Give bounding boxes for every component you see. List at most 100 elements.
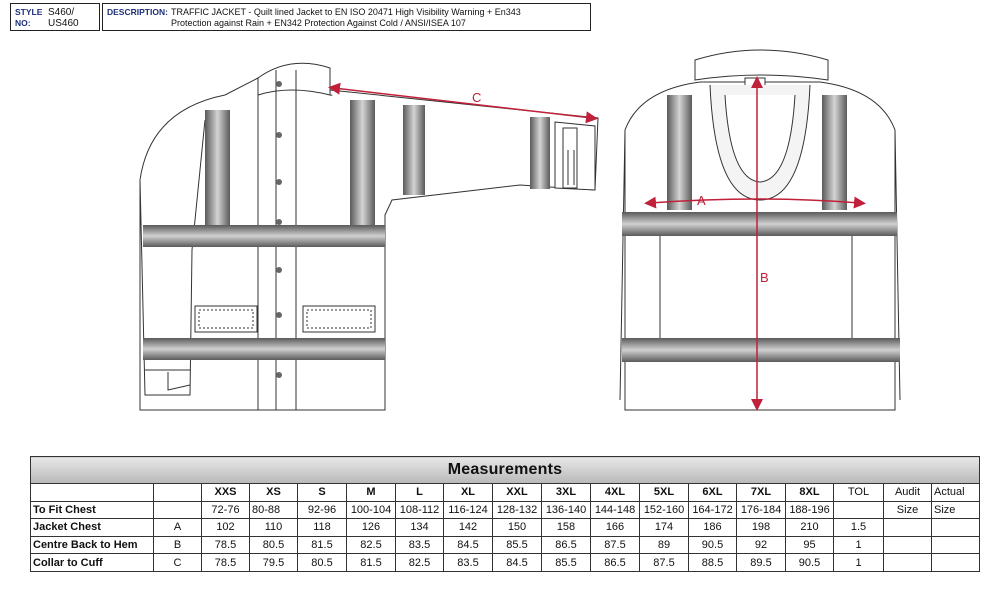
tol-header: TOL xyxy=(833,483,884,502)
cell: 134 xyxy=(395,518,444,537)
size-header: L xyxy=(395,483,444,502)
description-line-1: TRAFFIC JACKET - Quilt lined Jacket to E… xyxy=(171,7,521,17)
cell: 72-76 xyxy=(201,500,250,520)
cell: 176-184 xyxy=(736,500,786,520)
size-header: XXS xyxy=(201,483,250,502)
table-row: Centre Back to Hem B 78.5 80.5 81.5 82.5… xyxy=(30,535,980,555)
cell: 89.5 xyxy=(736,553,786,572)
cell: 100-104 xyxy=(346,500,396,520)
size-header: 8XL xyxy=(785,483,834,502)
table-row: Collar to Cuff C 78.5 79.5 80.5 81.5 82.… xyxy=(30,553,980,572)
actual-cell: Size xyxy=(931,500,980,520)
cell: 126 xyxy=(346,518,396,537)
row-code xyxy=(153,500,202,520)
cell: 80.5 xyxy=(297,553,347,572)
cell: 136-140 xyxy=(541,500,591,520)
cell: 80-88 xyxy=(249,500,298,520)
cell: 80.5 xyxy=(249,535,298,555)
cell: 166 xyxy=(590,518,640,537)
cell: 83.5 xyxy=(443,553,493,572)
table-row: To Fit Chest 72-76 80-88 92-96 100-104 1… xyxy=(30,500,980,520)
cell: 79.5 xyxy=(249,553,298,572)
style-code-2: US460 xyxy=(48,18,79,29)
cell: 210 xyxy=(785,518,834,537)
cell: 84.5 xyxy=(492,553,542,572)
tol-cell xyxy=(833,500,884,520)
cell: 87.5 xyxy=(590,535,640,555)
front-view xyxy=(139,62,599,411)
audit-header: Audit xyxy=(883,483,932,502)
cell: 158 xyxy=(541,518,591,537)
cell: 85.5 xyxy=(541,553,591,572)
cell: 92 xyxy=(736,535,786,555)
size-header: 7XL xyxy=(736,483,786,502)
audit-cell: Size xyxy=(883,500,932,520)
cell: 78.5 xyxy=(201,535,250,555)
cell: 92-96 xyxy=(297,500,347,520)
row-code: B xyxy=(153,535,202,555)
style-box: STYLE NO: S460/ US460 xyxy=(10,3,100,31)
tol-cell: 1.5 xyxy=(833,518,884,537)
row-code: A xyxy=(153,518,202,537)
cell: 90.5 xyxy=(688,535,737,555)
size-header: XXL xyxy=(492,483,542,502)
cell: 88.5 xyxy=(688,553,737,572)
actual-header: Actual xyxy=(931,483,980,502)
table-title: Measurements xyxy=(30,456,980,484)
cell: 85.5 xyxy=(492,535,542,555)
cell: 82.5 xyxy=(395,553,444,572)
style-label: STYLE NO: xyxy=(15,7,43,28)
cell: 86.5 xyxy=(590,553,640,572)
size-header: S xyxy=(297,483,347,502)
cell: 110 xyxy=(249,518,298,537)
style-value: S460/ US460 xyxy=(48,7,79,29)
cell: 142 xyxy=(443,518,493,537)
cell: 90.5 xyxy=(785,553,834,572)
size-header: 3XL xyxy=(541,483,591,502)
size-header: M xyxy=(346,483,396,502)
cell: 82.5 xyxy=(346,535,396,555)
cell: 174 xyxy=(639,518,689,537)
row-label: To Fit Chest xyxy=(30,500,154,520)
cell: 108-112 xyxy=(395,500,444,520)
cell: 95 xyxy=(785,535,834,555)
size-header: XL xyxy=(443,483,493,502)
row-label: Centre Back to Hem xyxy=(30,535,154,555)
tol-cell: 1 xyxy=(833,553,884,572)
description-box: DESCRIPTION: TRAFFIC JACKET - Quilt line… xyxy=(102,3,591,31)
label-b: B xyxy=(760,270,769,285)
cell: 87.5 xyxy=(639,553,689,572)
cell: 81.5 xyxy=(346,553,396,572)
garment-drawing: C A B xyxy=(139,49,901,411)
description-line-2: Protection against Rain + EN342 Protecti… xyxy=(171,18,466,28)
size-header: XS xyxy=(249,483,298,502)
cell: 150 xyxy=(492,518,542,537)
cell: 198 xyxy=(736,518,786,537)
cell: 89 xyxy=(639,535,689,555)
style-code-1: S460/ xyxy=(48,7,75,18)
description-label: DESCRIPTION: xyxy=(107,7,168,17)
cell: 81.5 xyxy=(297,535,347,555)
cell: 116-124 xyxy=(443,500,493,520)
row-label: Jacket Chest xyxy=(30,518,154,537)
size-header: 4XL xyxy=(590,483,640,502)
spec-header: STYLE NO: S460/ US460 DESCRIPTION: TRAFF… xyxy=(10,3,591,33)
cell: 118 xyxy=(297,518,347,537)
size-header: 5XL xyxy=(639,483,689,502)
cell: 186 xyxy=(688,518,737,537)
cell: 83.5 xyxy=(395,535,444,555)
cell: 78.5 xyxy=(201,553,250,572)
tol-cell: 1 xyxy=(833,535,884,555)
cell: 128-132 xyxy=(492,500,542,520)
label-a: A xyxy=(697,193,706,208)
size-header: 6XL xyxy=(688,483,737,502)
cell: 144-148 xyxy=(590,500,640,520)
cell: 86.5 xyxy=(541,535,591,555)
measurements-table: Measurements XXS XS S M L XL XXL 3XL 4XL… xyxy=(30,456,980,572)
cell: 152-160 xyxy=(639,500,689,520)
cell: 164-172 xyxy=(688,500,737,520)
row-label: Collar to Cuff xyxy=(30,553,154,572)
label-c: C xyxy=(472,90,481,105)
cell: 102 xyxy=(201,518,250,537)
table-row: Jacket Chest A 102 110 118 126 134 142 1… xyxy=(30,518,980,537)
